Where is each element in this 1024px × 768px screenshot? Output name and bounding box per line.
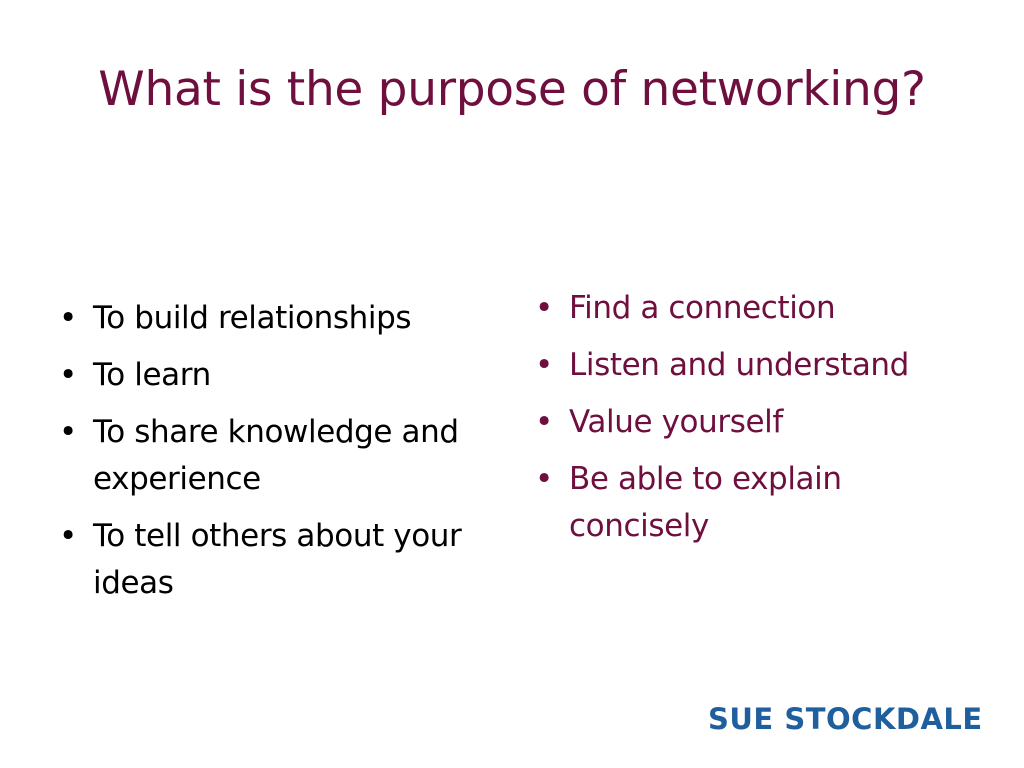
right-bullet-item: Listen and understand [533, 342, 953, 389]
left-bullet-item: To learn [57, 352, 497, 399]
sue-stockdale-logo: SUE STOCKDALE [708, 702, 983, 736]
left-bullet-item: To tell others about your ideas [57, 513, 497, 607]
right-bullet-list: Find a connection Listen and understand … [533, 285, 953, 560]
right-bullet-item: Be able to explain concisely [533, 456, 953, 550]
right-bullet-item: Value yourself [533, 399, 953, 446]
left-bullet-item: To build relationships [57, 295, 497, 342]
slide-title: What is the purpose of networking? [98, 62, 926, 117]
right-bullet-item: Find a connection [533, 285, 953, 332]
left-bullet-item: To share knowledge and experience [57, 409, 497, 503]
left-bullet-list: To build relationships To learn To share… [57, 295, 497, 617]
